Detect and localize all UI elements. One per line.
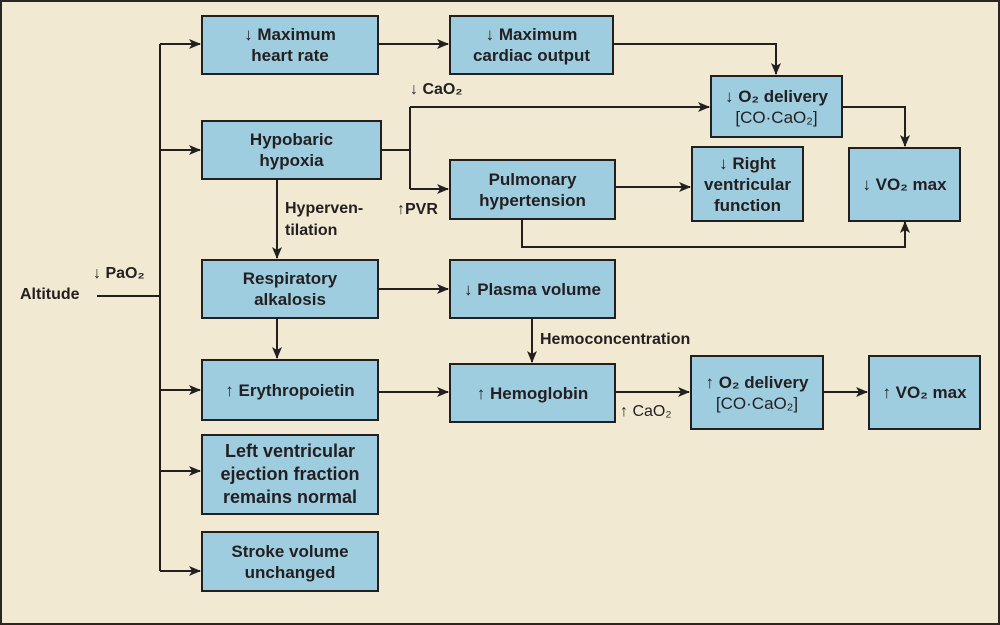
box-text: unchanged	[244, 562, 336, 582]
box-text: ↑ O₂ delivery	[705, 372, 809, 392]
box-text: remains normal	[222, 487, 358, 507]
box-hemoglobin: ↑ Hemoglobin	[449, 363, 616, 423]
box-text: ↓ O₂ delivery	[725, 86, 828, 106]
box-o2-delivery-up: ↑ O₂ delivery [CO·CaO₂]	[690, 355, 824, 430]
arrow-co-to-o2	[613, 43, 781, 75]
label-cao2-up: ↑ CaO₂	[620, 403, 672, 420]
box-plasma-volume: ↓ Plasma volume	[449, 259, 616, 319]
box-stroke-volume: Stroke volume unchanged	[201, 531, 379, 592]
box-text: alkalosis	[254, 290, 326, 309]
box-text: heart rate	[251, 46, 329, 65]
box-text: hypoxia	[259, 151, 324, 170]
label-cao2-down: ↓ CaO₂	[410, 81, 463, 98]
box-text: ↑ Hemoglobin	[476, 383, 589, 403]
label-hyperventilation-2: tilation	[285, 222, 338, 239]
box-pulmonary-hypertension: Pulmonary hypertension	[449, 159, 616, 220]
box-text: hypertension	[479, 190, 586, 210]
box-text: ↓ Maximum	[485, 25, 578, 44]
label-altitude: Altitude	[20, 286, 80, 303]
box-text: function	[713, 195, 782, 215]
box-max-cardiac-output: ↓ Maximum cardiac output	[449, 15, 614, 75]
box-o2-delivery-down: ↓ O₂ delivery [CO·CaO₂]	[710, 75, 843, 138]
box-text: ↑ VO₂ max	[882, 383, 967, 402]
label-pao2: ↓ PaO₂	[93, 265, 145, 282]
label-pvr: ↑PVR	[397, 201, 438, 218]
box-text: [CO·CaO₂]	[715, 393, 799, 413]
arrow-pulm-to-vo2	[521, 219, 910, 248]
box-text: ↓ Plasma volume	[463, 279, 601, 299]
box-right-ventricular-function: ↓ Right ventricular function	[691, 146, 804, 222]
box-text: Left ventricular	[224, 441, 356, 461]
box-text: ↓ Maximum	[244, 25, 336, 44]
box-hypobaric-hypoxia: Hypobaric hypoxia	[201, 120, 382, 180]
box-text: ejection fraction	[220, 464, 360, 484]
arrow-o2-to-vo2	[842, 106, 910, 147]
box-erythropoietin: ↑ Erythropoietin	[201, 359, 379, 421]
box-text: Hypobaric	[249, 130, 334, 149]
box-lv-ejection-fraction: Left ventricular ejection fraction remai…	[201, 434, 379, 515]
box-text: cardiac output	[472, 46, 591, 65]
box-text: Stroke volume	[231, 541, 349, 561]
box-text: ↓ VO₂ max	[862, 175, 947, 194]
line-hypobaric-split	[381, 107, 411, 189]
label-hemoconcentration: Hemoconcentration	[540, 331, 691, 348]
box-vo2-max-down: ↓ VO₂ max	[848, 147, 961, 222]
box-text: [CO·CaO₂]	[735, 107, 818, 127]
label-hyperventilation-1: Hyperven-	[285, 200, 364, 217]
box-text: Respiratory	[242, 269, 338, 288]
box-text: Pulmonary	[488, 169, 577, 189]
box-max-heart-rate: ↓ Maximum heart rate	[201, 15, 379, 75]
box-vo2-max-up: ↑ VO₂ max	[868, 355, 981, 430]
box-respiratory-alkalosis: Respiratory alkalosis	[201, 259, 379, 319]
box-text: ventricular	[704, 174, 791, 194]
box-text: ↓ Right	[719, 153, 776, 173]
box-text: ↑ Erythropoietin	[225, 380, 355, 400]
